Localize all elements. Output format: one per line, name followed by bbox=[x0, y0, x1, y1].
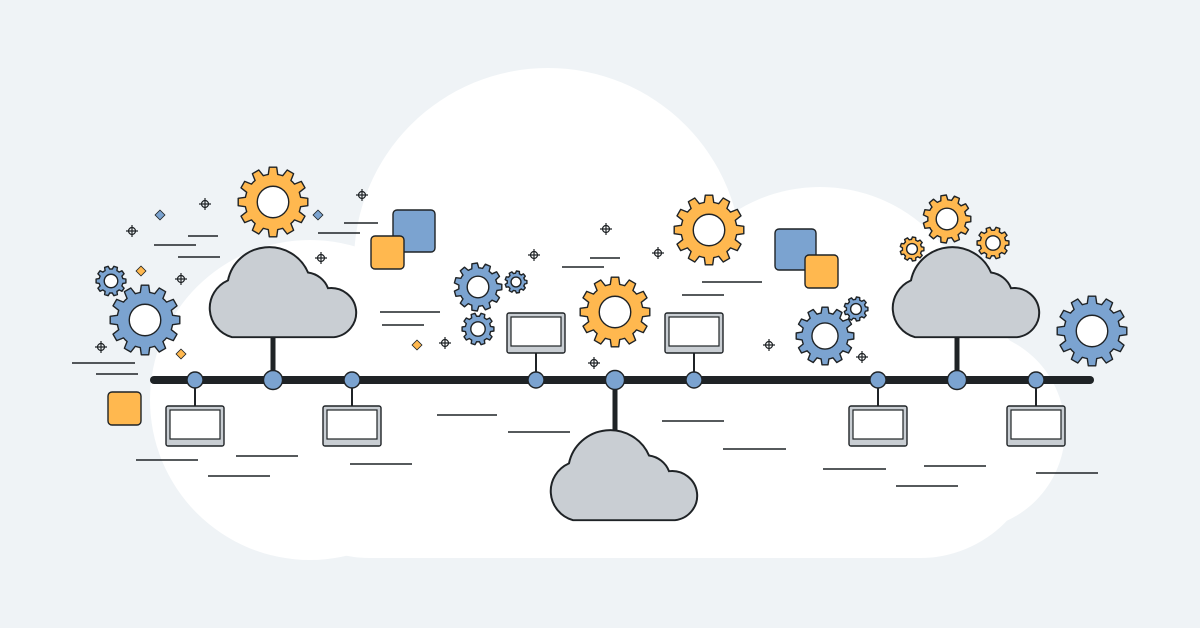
monitor-screen bbox=[1010, 409, 1062, 440]
network-node-icon bbox=[685, 371, 703, 389]
monitor-screen bbox=[668, 316, 720, 347]
gear-hole bbox=[598, 295, 632, 329]
network-node-icon bbox=[343, 371, 361, 389]
gears bbox=[95, 166, 1128, 367]
decorative-squares bbox=[107, 209, 839, 426]
network-node-icon bbox=[186, 371, 204, 389]
monitor-screen bbox=[852, 409, 904, 440]
crosshair-sparkle-icon bbox=[315, 252, 327, 264]
gear-hole bbox=[256, 185, 290, 219]
network-node-icon bbox=[262, 369, 284, 391]
square-icon bbox=[107, 391, 142, 426]
crosshair-sparkle-icon bbox=[856, 351, 868, 363]
diamond-icon bbox=[312, 209, 324, 221]
square-icon bbox=[370, 235, 405, 270]
monitor-screen bbox=[326, 409, 378, 440]
cloud-icon bbox=[891, 246, 1041, 339]
decorative-lines bbox=[72, 222, 1098, 487]
gear-hole bbox=[905, 242, 919, 256]
gear-hole bbox=[103, 273, 119, 289]
crosshair-sparkle-icon bbox=[528, 249, 540, 261]
square-icon bbox=[804, 254, 839, 289]
diamond-icon bbox=[411, 339, 423, 351]
network bbox=[150, 246, 1094, 522]
gear-hole bbox=[470, 321, 486, 337]
diamond-icon bbox=[175, 348, 187, 360]
crosshair-sparkle-icon bbox=[175, 273, 187, 285]
gear-hole bbox=[811, 322, 839, 350]
gear-hole bbox=[128, 303, 162, 337]
crosshair-sparkle-icon bbox=[356, 189, 368, 201]
crosshair-sparkle-icon bbox=[126, 225, 138, 237]
diamond-icon bbox=[154, 209, 166, 221]
network-node-icon bbox=[604, 369, 626, 391]
network-node-icon bbox=[1027, 371, 1045, 389]
crosshair-sparkle-icon bbox=[199, 198, 211, 210]
gear-hole bbox=[935, 207, 959, 231]
crosshair-sparkle-icon bbox=[95, 341, 107, 353]
sparkles bbox=[95, 189, 868, 369]
monitor-screen bbox=[169, 409, 221, 440]
crosshair-sparkle-icon bbox=[600, 223, 612, 235]
network-node-icon bbox=[527, 371, 545, 389]
crosshair-sparkle-icon bbox=[763, 339, 775, 351]
crosshair-sparkle-icon bbox=[439, 337, 451, 349]
network-node-icon bbox=[946, 369, 968, 391]
gear-hole bbox=[849, 302, 863, 316]
gear-hole bbox=[692, 213, 726, 247]
gear-hole bbox=[466, 275, 490, 299]
cloud-icon bbox=[549, 429, 699, 522]
backdrop-cloud-body bbox=[250, 300, 1040, 558]
diamond-icon bbox=[135, 265, 147, 277]
crosshair-sparkle-icon bbox=[652, 247, 664, 259]
monitor-screen bbox=[510, 316, 562, 347]
gear-hole bbox=[510, 276, 522, 288]
gear-hole bbox=[985, 235, 1001, 251]
gear-hole bbox=[1075, 314, 1109, 348]
network-node-icon bbox=[869, 371, 887, 389]
cloud-icon bbox=[208, 246, 358, 339]
crosshair-sparkle-icon bbox=[588, 357, 600, 369]
